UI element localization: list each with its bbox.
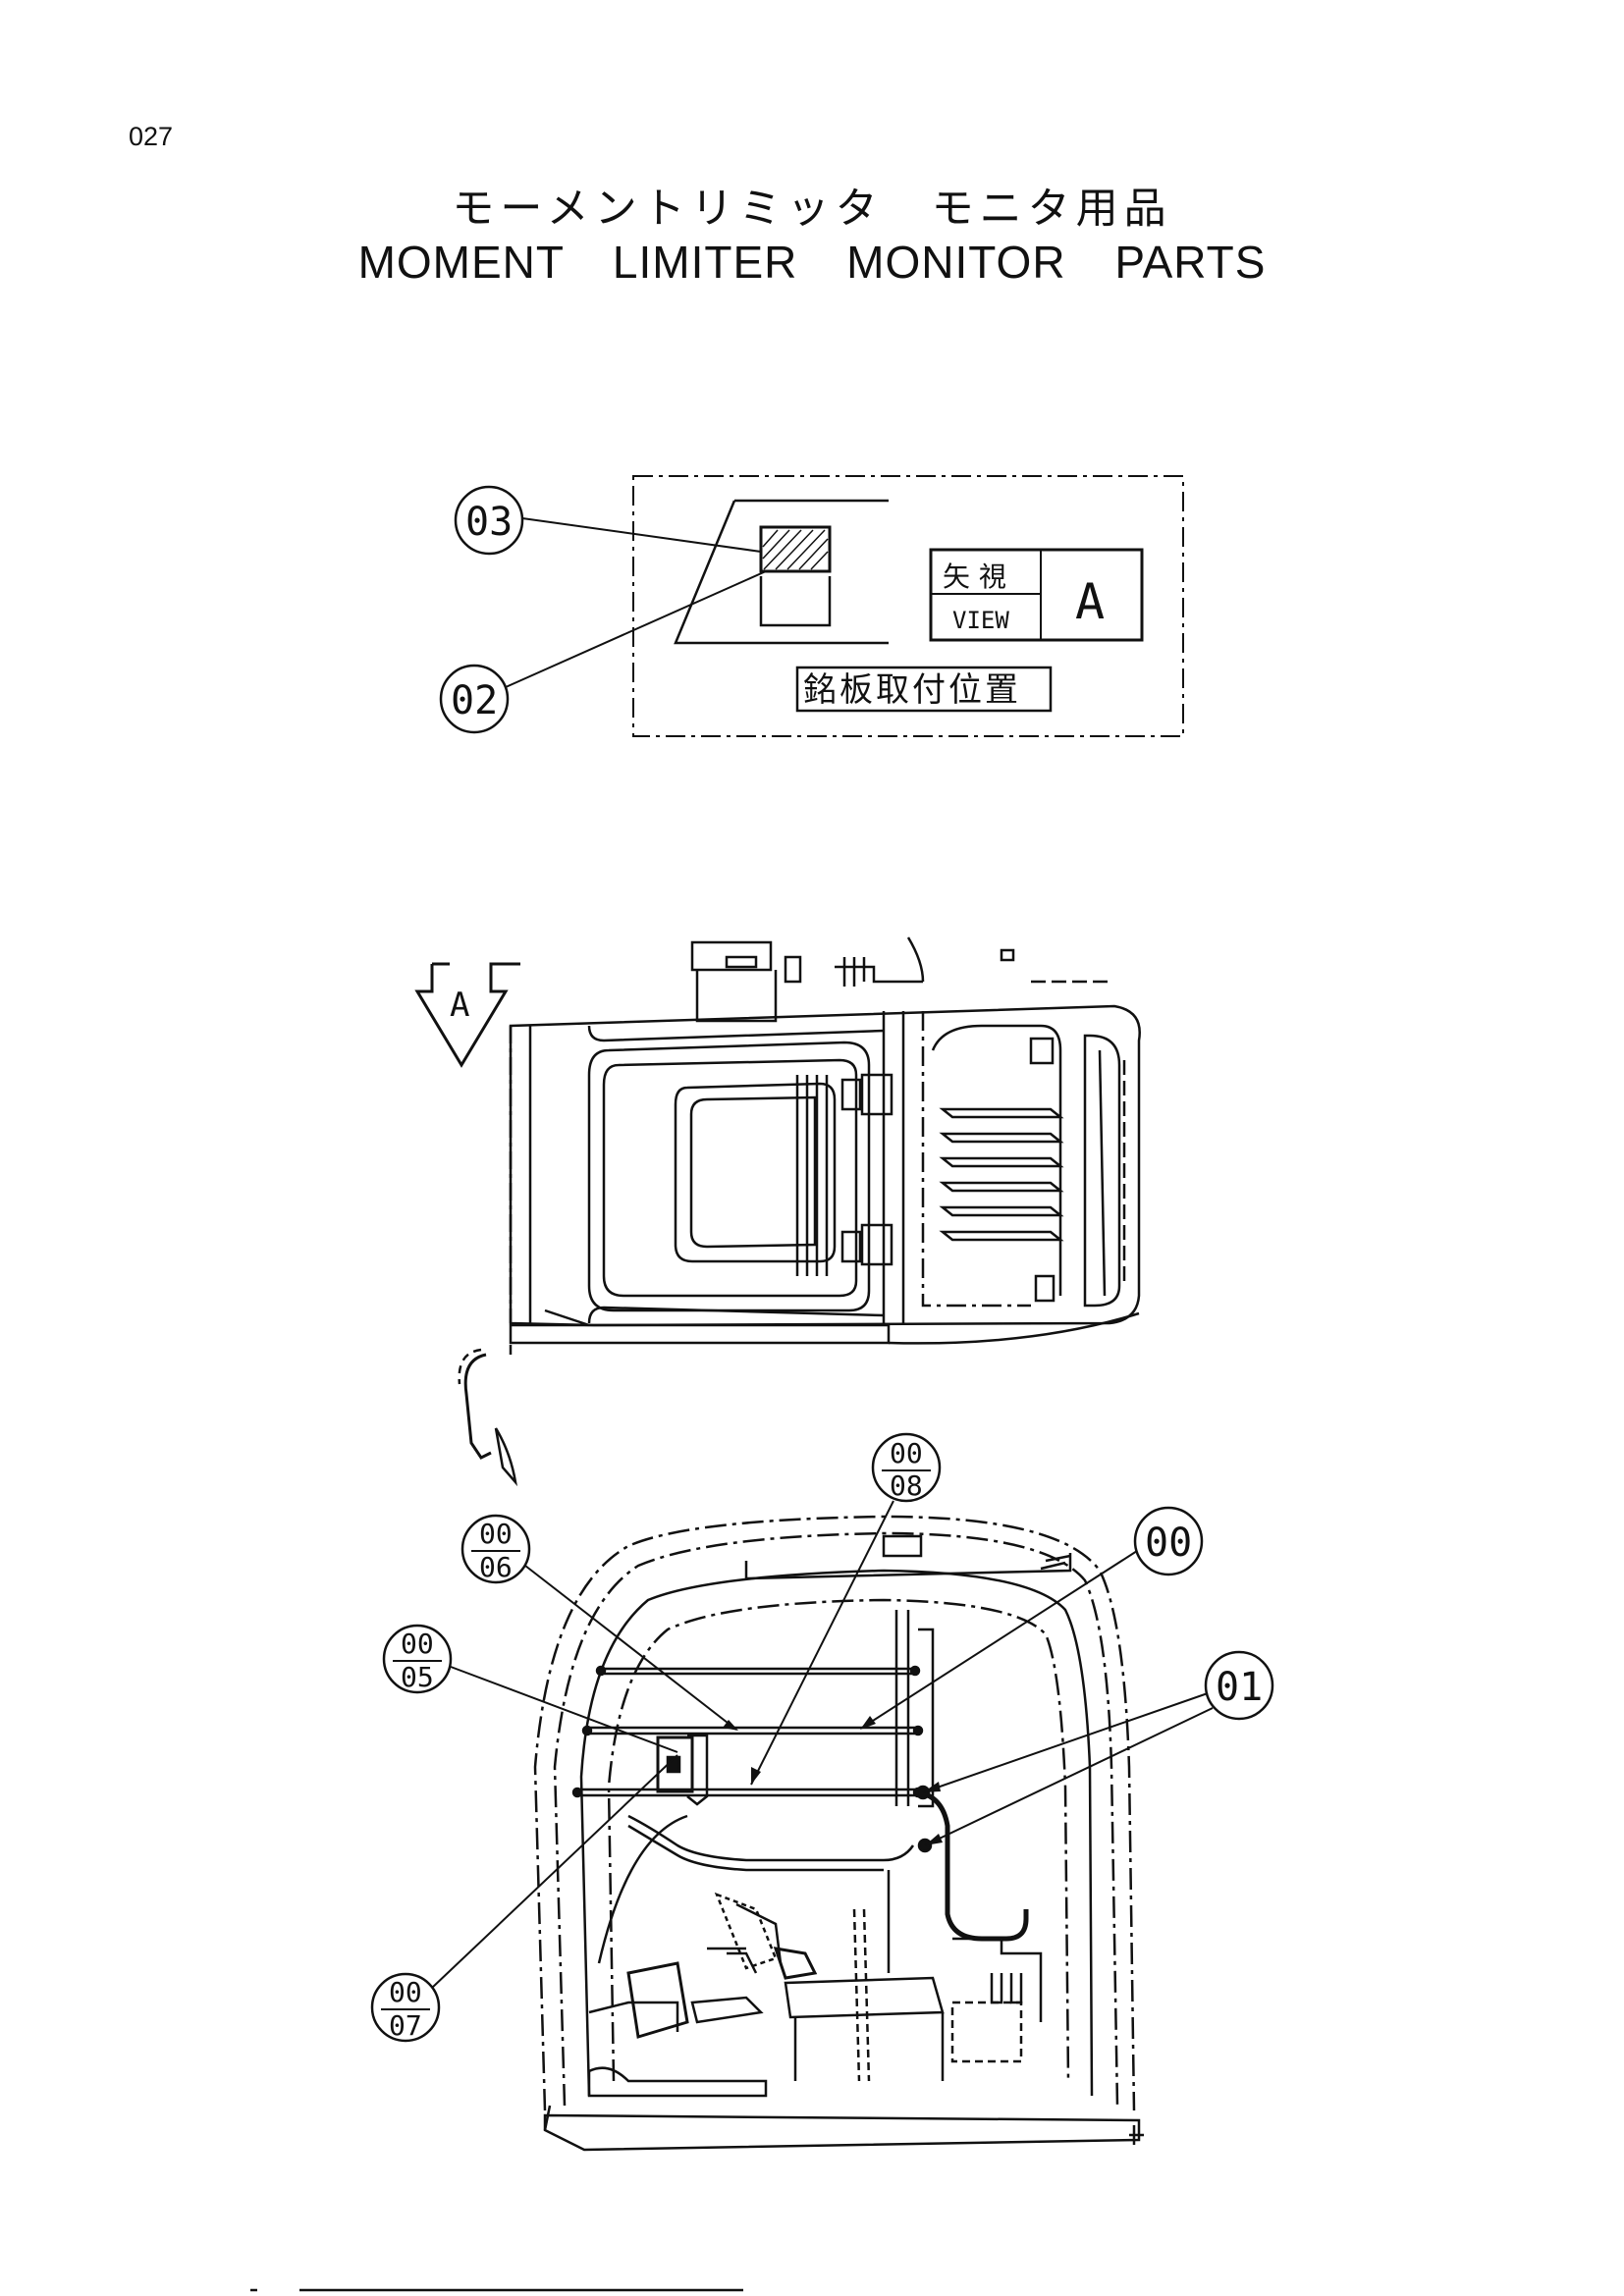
callout-00 <box>1133 1506 1204 1576</box>
callout-00-05 <box>382 1624 453 1694</box>
callout-03-label: 03 <box>465 500 513 545</box>
callout-00-07 <box>370 1972 441 2043</box>
callout-group: 00 08 00 06 00 05 00 07 00 01 <box>370 1432 1274 2043</box>
callout-00-08-top: 00 <box>890 1437 923 1469</box>
callout-02-label: 02 <box>451 678 498 723</box>
view-arrow-letter: A <box>450 986 469 1025</box>
callout-01 <box>1204 1650 1274 1721</box>
nameplate-lower <box>759 576 832 627</box>
callout-00-07-top: 00 <box>389 1976 422 2008</box>
callout-00-05-bottom: 05 <box>401 1661 434 1693</box>
view-label-en: VIEW <box>952 607 1009 634</box>
callout-03 <box>454 485 524 556</box>
callout-02 <box>439 664 510 734</box>
callout-00-06-bottom: 06 <box>479 1551 513 1583</box>
window-edge <box>674 500 889 645</box>
callout-00-08 <box>871 1432 942 1503</box>
cab-top-view <box>458 936 1141 1487</box>
callout-00-06-top: 00 <box>479 1518 513 1550</box>
callout-00-08-bottom: 08 <box>890 1469 923 1502</box>
plate-position-box <box>795 666 1053 713</box>
view-label-jp: 矢 視 <box>943 561 1006 593</box>
title-english: MOMENT LIMITER MONITOR PARTS <box>357 237 1267 288</box>
callout-00-05-top: 00 <box>401 1628 434 1660</box>
nameplate-hatched <box>759 525 832 573</box>
cab-interior-view <box>533 1515 1144 2152</box>
title-japanese: モーメントリミッタ モニタ用品 <box>452 185 1172 234</box>
callout-00-label: 00 <box>1145 1521 1192 1566</box>
detail-frame <box>632 475 1184 737</box>
detail-view-a: 矢 視 VIEW A 銘板取付位置 03 02 <box>439 475 1184 737</box>
callout-00-07-bottom: 07 <box>389 2009 422 2042</box>
callout-01-label: 01 <box>1216 1665 1263 1710</box>
callout-00-06 <box>460 1514 531 1584</box>
page-number: 027 <box>129 122 174 151</box>
view-arrow-a: A <box>414 962 520 1068</box>
view-label-letter: A <box>1075 573 1105 630</box>
plate-position-label: 銘板取付位置 <box>803 670 1021 710</box>
